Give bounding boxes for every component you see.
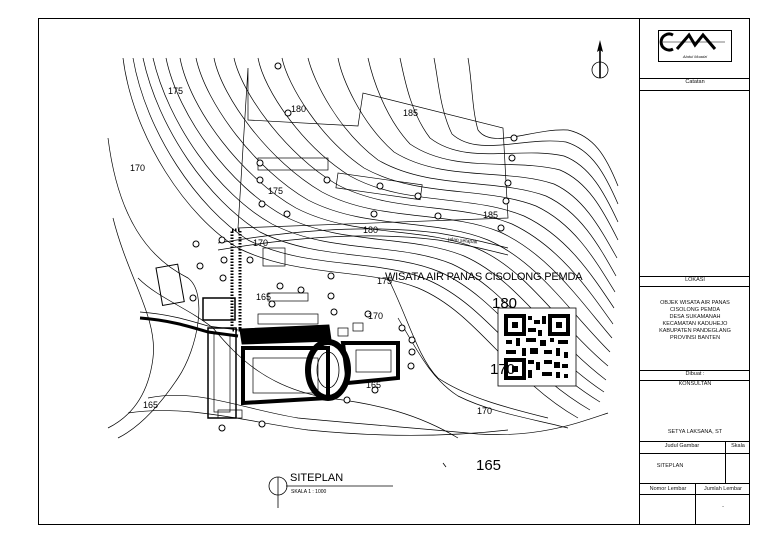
stone-path [230,228,242,332]
drawing-scale: SKALA 1 : 1000 [291,489,327,495]
contour-label: 165 [143,400,159,410]
contour-label: 185 [403,108,419,118]
drawing-title: SITEPLAN [290,472,344,484]
location-line: KABUPATEN PANDEGLANG [659,328,731,334]
drawing-title-cell: SITEPLAN [656,463,684,469]
contour-label: 170 [368,311,384,321]
dibuat-label: Dibuat : [640,370,750,380]
drawing-sheet-border [38,18,750,525]
contour-label: 170 [130,163,146,173]
contour-label: 165 [366,380,382,390]
contour-label: 180 [363,225,379,235]
jumlah-lembar-label: Jumlah Lembar [704,486,742,492]
contour-label: 170 [253,238,269,248]
engineer-name: SETYA LAKSANA, ST [667,429,723,435]
location-line: KECAMATAN KADUHEJO [662,321,728,327]
site-name-label: WISATA AIR PANAS CISOLONG PEMDA [385,271,583,283]
contour-label: 175 [168,86,184,96]
location-line: OBJEK WISATA AIR PANAS [660,300,730,306]
title-marker [268,476,393,508]
title-block: Abdul Muadzi Catatan LOKASI OBJEK WISATA… [639,18,750,525]
leader-mark [442,462,447,468]
site-boundary [237,67,509,267]
location-line: DESA SUKAMANAH [669,314,721,320]
contour-label: 185 [483,210,499,220]
contour-label: 175 [268,186,284,196]
contour-label: 170 [490,361,516,378]
catatan-label: Catatan [640,78,750,90]
location-line: PROVINSI BANTEN [669,335,721,341]
skala-label: Skala [731,443,745,449]
location-text: OBJEK WISATA AIR PANAS CISOLONG PEMDA DE… [640,300,750,342]
logo: Abdul Muadzi [658,30,732,62]
site-facilities [155,263,400,419]
contour-label: 175 [377,276,393,286]
siteplan-drawing [107,40,619,508]
logo-mark-icon [659,32,725,52]
contour-label: 170 [477,406,493,416]
judul-gambar-label: Judul Gambar [664,443,700,449]
contour-label: 165 [476,457,502,474]
konsultan-label: KONSULTAN [640,380,750,390]
contour-label: 165 [256,292,272,302]
contour-label: 180 [291,104,307,114]
qr-code [497,307,577,387]
logo-text: Abdul Muadzi [682,54,708,59]
nomor-lembar-label: Nomor Lembar [649,486,687,492]
contour-label: 180 [492,295,518,312]
tree-symbols [189,62,518,432]
north-arrow-icon [591,40,609,79]
location-line: CISOLONG PEMDA [669,307,721,313]
sheet-mark: - [722,504,724,510]
lokasi-label: LOKASI [640,276,750,286]
